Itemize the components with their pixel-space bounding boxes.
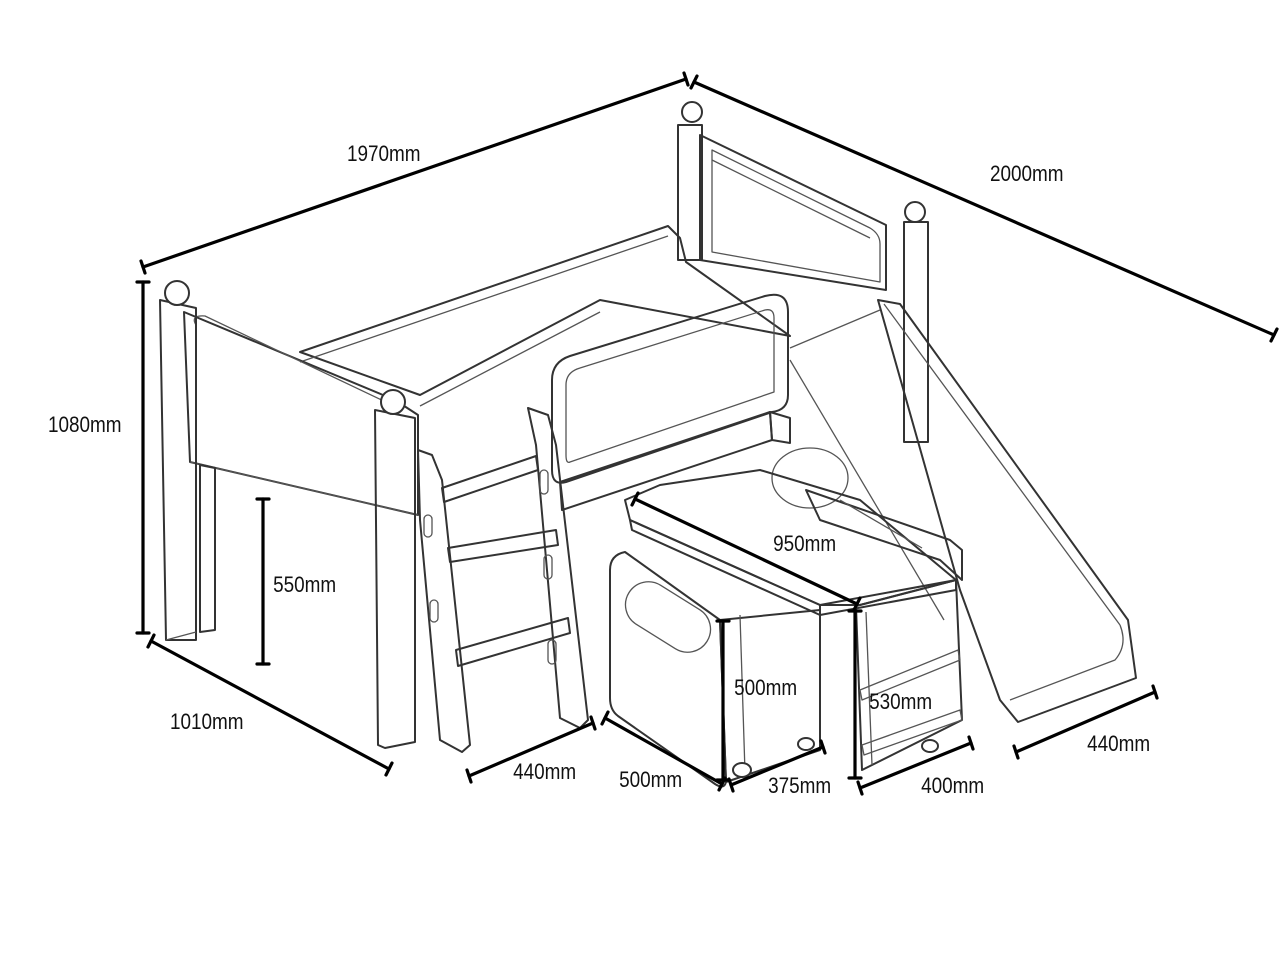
label-slide-width: 440mm bbox=[1087, 732, 1150, 757]
label-cabinet-depth: 375mm bbox=[768, 774, 831, 799]
dimension-line-slide-width bbox=[1014, 690, 1157, 754]
label-ladder-width: 440mm bbox=[513, 760, 576, 785]
post-knob bbox=[681, 101, 703, 123]
porthole bbox=[771, 447, 849, 509]
caster-wheel bbox=[797, 737, 815, 751]
label-bed-depth: 1010mm bbox=[170, 710, 244, 735]
label-bed-length: 1970mm bbox=[347, 142, 421, 167]
mattress bbox=[299, 225, 791, 407]
dimension-line-desk-length bbox=[633, 497, 859, 606]
post-knob bbox=[164, 280, 190, 306]
caster-wheel bbox=[732, 762, 752, 778]
front-left-headboard bbox=[183, 311, 419, 516]
rolling-cabinet bbox=[609, 551, 821, 788]
label-cabinet-width: 500mm bbox=[619, 768, 682, 793]
label-bed-width: 2000mm bbox=[990, 162, 1064, 187]
guard-rail bbox=[551, 293, 791, 511]
inner-leg bbox=[199, 464, 216, 633]
front-right-post bbox=[374, 389, 416, 749]
ladder bbox=[417, 407, 589, 753]
loft-bed-illustration bbox=[159, 101, 1137, 788]
dimension-line-cabinet-depth bbox=[729, 745, 825, 787]
ladder-rung bbox=[441, 455, 539, 503]
label-shelf-width: 400mm bbox=[921, 774, 984, 799]
caster-wheel bbox=[921, 739, 939, 753]
shelf-unit bbox=[805, 489, 963, 771]
post-knob bbox=[380, 389, 406, 415]
dimension-line-cabinet-width bbox=[603, 716, 724, 786]
slide bbox=[789, 299, 1137, 723]
back-left-post bbox=[677, 101, 703, 261]
label-under-bed-clearance: 550mm bbox=[273, 573, 336, 598]
dimension-lines bbox=[135, 71, 1279, 796]
dimension-labels: 1970mm 2000mm 1080mm 550mm 1010mm 440mm … bbox=[48, 142, 1150, 799]
dimension-line-bed-width bbox=[692, 80, 1276, 337]
ladder-rung bbox=[455, 617, 571, 667]
label-cabinet-height: 500mm bbox=[734, 676, 797, 701]
dimension-line-bed-length bbox=[141, 77, 688, 269]
ladder-rung bbox=[447, 529, 559, 563]
dimension-line-bed-depth bbox=[149, 639, 391, 771]
dimension-line-shelf-width bbox=[858, 741, 973, 790]
post-knob bbox=[904, 201, 926, 223]
dimension-line-ladder-width bbox=[467, 721, 595, 778]
label-bed-height: 1080mm bbox=[48, 413, 122, 438]
front-left-post bbox=[159, 280, 197, 641]
label-desk-length: 950mm bbox=[773, 532, 836, 557]
label-shelf-height: 530mm bbox=[869, 690, 932, 715]
back-headboard bbox=[699, 134, 887, 291]
